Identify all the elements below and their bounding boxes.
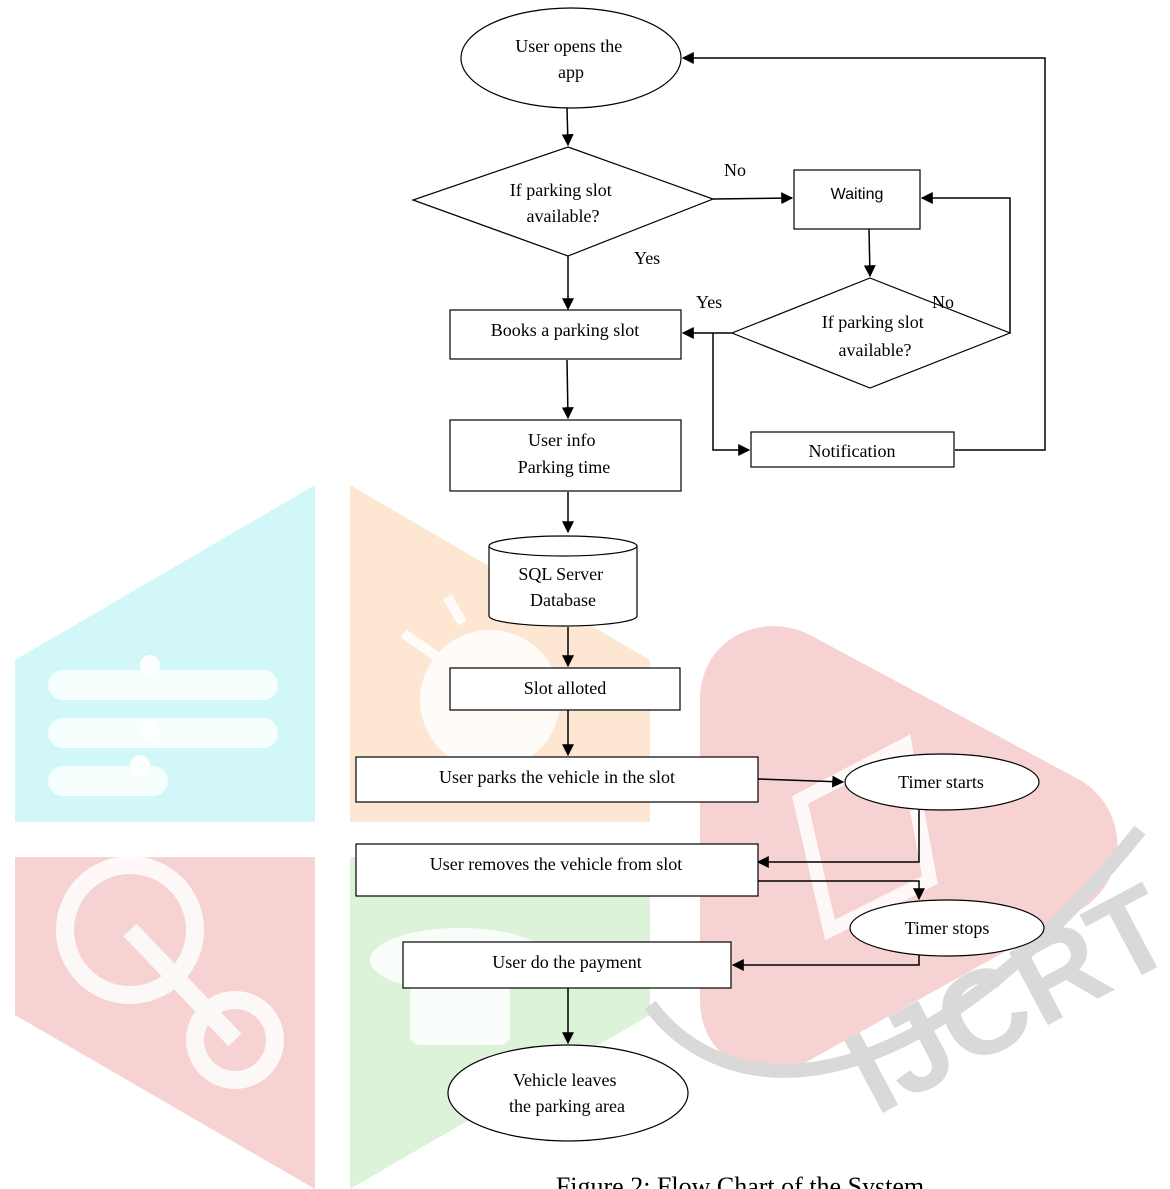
- parks-process-shape: [355, 756, 759, 803]
- start-terminal-shape: [460, 7, 682, 109]
- allotted-label: Slot alloted: [524, 678, 607, 698]
- edge-label-yes-1: Yes: [634, 248, 660, 268]
- database-label: SQL Server Database: [518, 564, 607, 610]
- start-label: User opens the app: [515, 36, 626, 82]
- decision2-label-line-2: available?: [839, 340, 912, 360]
- edge-waiting-to-decision2: [863, 228, 876, 278]
- timerstop-terminal-shape: [849, 899, 1045, 957]
- decision1-label: If parking slot available?: [510, 180, 616, 226]
- edge-start-to-decision1: [561, 107, 574, 147]
- watermark-red-play-shape: [700, 626, 1118, 1072]
- edge-book-to-userinfo: [561, 359, 574, 420]
- book-label: Books a parking slot: [491, 320, 640, 340]
- waiting-process-shape: [793, 169, 921, 230]
- decision1-diamond-shape: [411, 146, 715, 257]
- node-timerstop: Timer stops: [849, 899, 1045, 957]
- timerstart-terminal-shape: [844, 753, 1040, 811]
- node-payment: User do the payment: [402, 941, 732, 989]
- flow-edges: [561, 52, 1046, 1045]
- edge-removes-to-timerstop: [758, 880, 925, 901]
- database-cylinder-shape: [488, 535, 638, 627]
- userinfo-process-shape: [449, 419, 682, 492]
- payment-process-shape: [402, 941, 732, 989]
- payment-label: User do the payment: [492, 952, 641, 972]
- timerstart-label: Timer starts: [898, 772, 984, 792]
- node-end: Vehicle leaves the parking area: [447, 1044, 689, 1142]
- userinfo-label-line-1: User info: [528, 430, 595, 450]
- edge-timerstart-to-removes: [756, 810, 920, 868]
- edge-label-no-2: No: [932, 292, 954, 312]
- edge-decision2-no-loop: [920, 192, 1011, 333]
- end-terminal-shape: [447, 1044, 689, 1142]
- watermark-gray-swoosh: [644, 825, 1146, 1078]
- node-notification: Notification: [750, 431, 955, 468]
- notification-label: Notification: [809, 441, 896, 461]
- decision2-diamond-shape: [730, 277, 1012, 389]
- notification-process-shape: [750, 431, 955, 468]
- node-parks: User parks the vehicle in the slot: [355, 756, 759, 803]
- database-cylinder-top: [488, 545, 638, 557]
- timerstop-label: Timer stops: [905, 918, 990, 938]
- decision2-label-line-1: If parking slot: [822, 312, 924, 332]
- node-userinfo: User info Parking time: [449, 419, 682, 492]
- watermark-cloud-circuit-icon: [48, 655, 278, 796]
- watermark-gear-icon: [56, 856, 284, 1089]
- edge-decision1-to-waiting: [712, 192, 794, 205]
- database-label-line-1: SQL Server: [518, 564, 603, 584]
- edge-label-yes-2: Yes: [696, 292, 722, 312]
- end-label: Vehicle leaves the parking area: [509, 1070, 625, 1116]
- node-timerstart: Timer starts: [844, 753, 1040, 811]
- node-decision2: If parking slot available?: [730, 277, 1012, 389]
- figure-caption: Figure 2: Flow Chart of the System: [556, 1172, 924, 1189]
- start-label-line-1: User opens the: [515, 36, 622, 56]
- removes-process-shape: [355, 843, 759, 897]
- edge-parks-to-timerstart: [757, 775, 845, 788]
- edge-decision2-to-notification: [712, 333, 751, 456]
- watermark-red-left-shape: [15, 857, 315, 1189]
- decision2-label: If parking slot available?: [822, 312, 928, 360]
- edge-notification-to-start: [681, 52, 1046, 451]
- decision1-label-line-2: available?: [527, 206, 600, 226]
- parks-label: User parks the vehicle in the slot: [439, 767, 675, 787]
- node-waiting: Waiting: [793, 169, 921, 230]
- removes-label: User removes the vehicle from slot: [430, 854, 682, 874]
- edge-timerstop-to-payment: [731, 955, 920, 971]
- edge-label-no-1: No: [724, 160, 746, 180]
- watermark-logo: IJCRT: [15, 485, 1170, 1189]
- decision1-label-line-1: If parking slot: [510, 180, 612, 200]
- node-database: SQL Server Database: [488, 535, 638, 627]
- node-removes: User removes the vehicle from slot: [355, 843, 759, 897]
- start-label-line-2: app: [558, 62, 584, 82]
- end-label-line-2: the parking area: [509, 1096, 625, 1116]
- userinfo-label-line-2: Parking time: [518, 457, 611, 477]
- node-allotted: Slot alloted: [449, 667, 681, 711]
- database-label-line-2: Database: [530, 590, 596, 610]
- userinfo-label: User info Parking time: [518, 430, 611, 477]
- end-label-line-1: Vehicle leaves: [513, 1070, 616, 1090]
- allotted-process-shape: [449, 667, 681, 711]
- node-decision1: If parking slot available?: [411, 146, 715, 257]
- node-book: Books a parking slot: [449, 309, 682, 360]
- node-start: User opens the app: [460, 7, 682, 109]
- waiting-label: Waiting: [831, 186, 884, 203]
- book-process-shape: [449, 309, 682, 360]
